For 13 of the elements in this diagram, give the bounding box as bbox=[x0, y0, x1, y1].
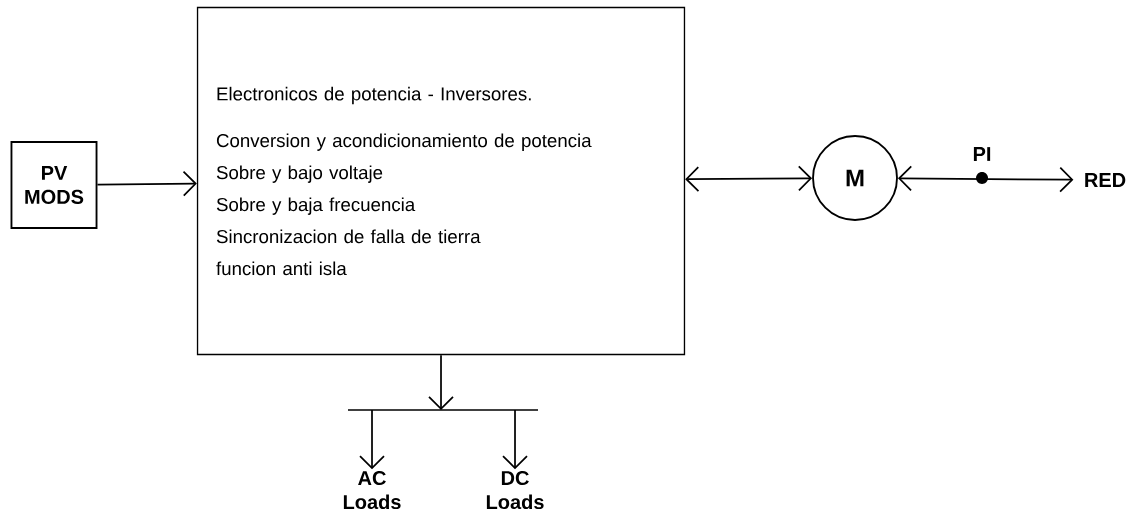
edge-label: PI bbox=[971, 145, 993, 163]
arrow bbox=[359, 409, 385, 470]
arrow bbox=[685, 165, 813, 192]
node-label: AC Loads bbox=[343, 470, 401, 510]
arrow bbox=[428, 354, 454, 410]
process-box: Electronicos de potencia - Inversores. Conversion y acondicionamiento de potencia Sobre y bajo voltaje Sobre y baja frecuencia Sincronizacion de falla de tierra funcion anti isla bbox=[196, 6, 686, 356]
source-box: PV MODS bbox=[10, 141, 98, 229]
arrow bbox=[96, 170, 197, 197]
arrow bbox=[897, 165, 1074, 193]
node-label: DC Loads bbox=[486, 470, 544, 510]
bus-bar bbox=[347, 409, 539, 411]
node-label: RED bbox=[1085, 173, 1126, 187]
arrow bbox=[502, 409, 528, 470]
